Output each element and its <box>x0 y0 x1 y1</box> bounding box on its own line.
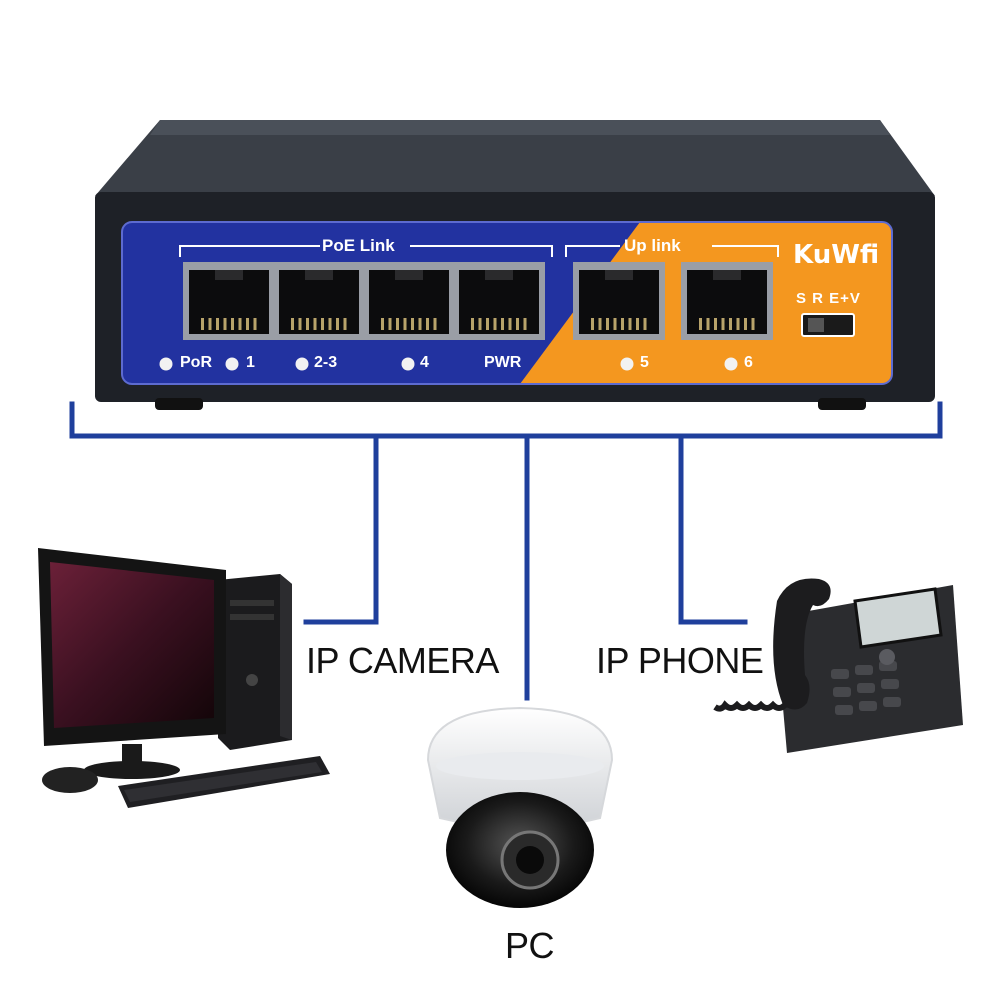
link-ip-camera <box>303 433 379 625</box>
led-label-4: 4 <box>420 354 429 371</box>
rj45-port-6[interactable] <box>681 262 773 340</box>
rj45-ports <box>183 262 773 340</box>
led-3 <box>295 357 309 371</box>
rj45-port-4[interactable] <box>453 262 545 340</box>
poe-bracket <box>179 245 553 257</box>
ip-camera-label: IP CAMERA <box>306 640 499 681</box>
bus-line <box>69 401 943 439</box>
indicator-leds <box>159 357 738 371</box>
desktop-computer-icon <box>38 548 330 808</box>
switch-top <box>95 120 935 196</box>
led-label-por: PoR <box>180 354 212 371</box>
led-label-2-3: 2-3 <box>314 354 338 371</box>
led-4 <box>401 357 415 371</box>
led-2 <box>225 357 239 371</box>
led-label-pwr: PWR <box>484 354 522 371</box>
mode-switch-knob[interactable] <box>808 318 824 332</box>
led-label-1: 1 <box>246 354 255 371</box>
led-label-5: 5 <box>640 354 649 371</box>
switch-foot-right <box>818 398 866 410</box>
rj45-port-1[interactable] <box>183 262 275 340</box>
mode-switch-label: S R E+V <box>796 290 861 307</box>
led-6 <box>724 357 738 371</box>
pc-label: PC <box>505 925 555 966</box>
rj45-port-5[interactable] <box>573 262 665 340</box>
poe-link-label: PoE Link <box>322 236 395 255</box>
led-5 <box>620 357 634 371</box>
led-label-6: 6 <box>744 354 753 371</box>
ip-phone-icon <box>713 578 963 753</box>
switch-foot-left <box>155 398 203 410</box>
led-1 <box>159 357 173 371</box>
uplink-bracket <box>565 245 779 257</box>
rj45-port-2[interactable] <box>273 262 365 340</box>
brand-logo: KuWfi <box>793 240 880 270</box>
rj45-port-3[interactable] <box>363 262 455 340</box>
dome-camera-icon <box>426 706 614 908</box>
ip-phone-label: IP PHONE <box>596 640 764 681</box>
link-ip-phone <box>678 433 748 625</box>
uplink-label: Up link <box>624 236 681 255</box>
poe-switch <box>95 120 935 410</box>
